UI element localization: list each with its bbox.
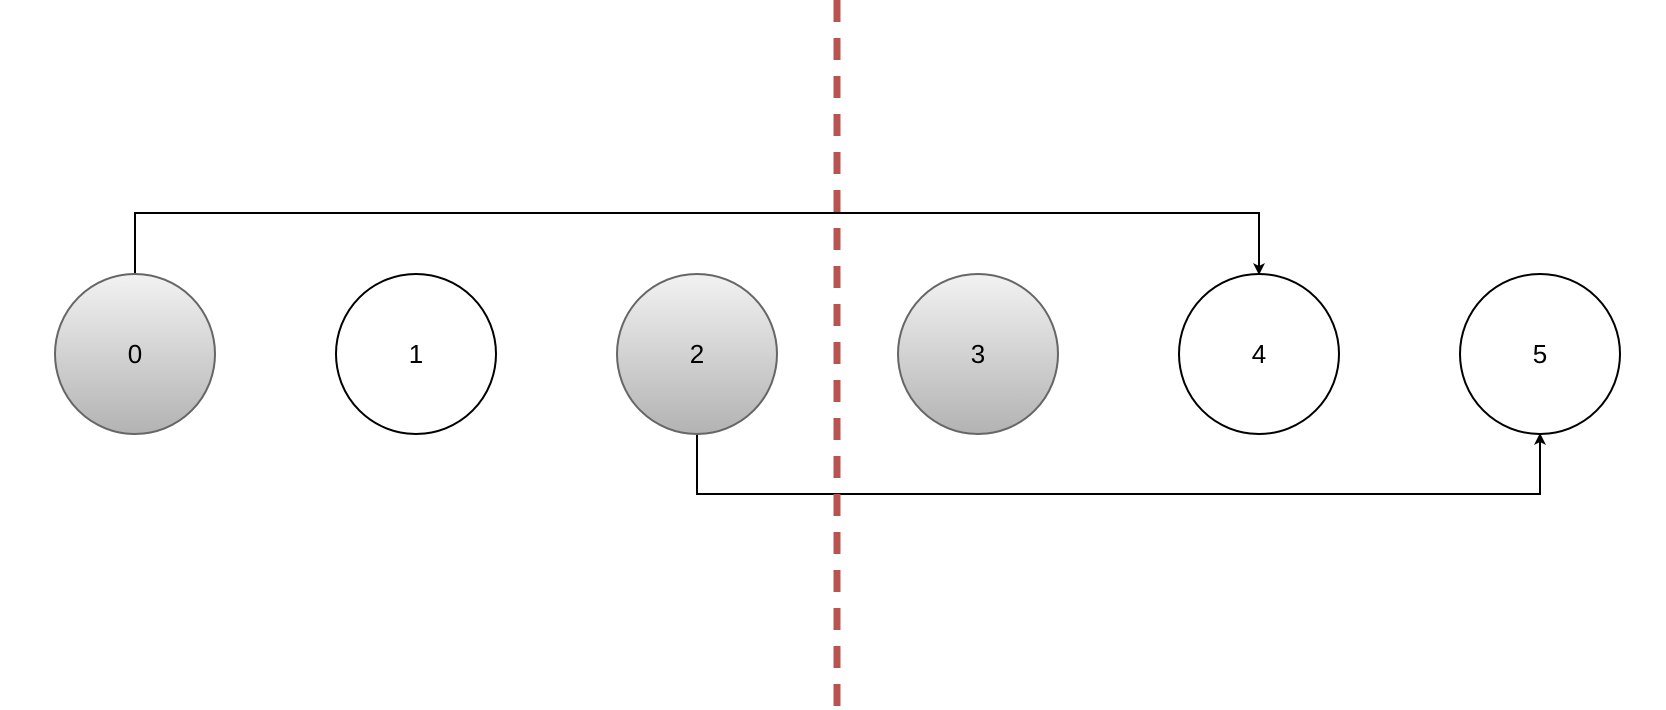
node-label: 4 — [1252, 339, 1266, 369]
node-circle — [54, 273, 216, 435]
node-label: 1 — [409, 339, 423, 369]
node-1: 1 — [335, 273, 497, 435]
node-circle — [335, 273, 497, 435]
node-0: 0 — [54, 273, 216, 435]
edge-0-to-4 — [134, 212, 1265, 275]
node-circle — [897, 273, 1059, 435]
edges-layer — [134, 212, 1546, 495]
node-label: 3 — [971, 339, 985, 369]
node-circle — [616, 273, 778, 435]
node-4: 4 — [1178, 273, 1340, 435]
node-label: 5 — [1533, 339, 1547, 369]
node-5: 5 — [1459, 273, 1621, 435]
node-circle — [1459, 273, 1621, 435]
node-label: 2 — [690, 339, 704, 369]
node-2: 2 — [616, 273, 778, 435]
node-circle — [1178, 273, 1340, 435]
nodes-layer: 0 1 2 3 4 5 — [54, 273, 1621, 435]
node-label: 0 — [128, 339, 142, 369]
node-3: 3 — [897, 273, 1059, 435]
edge-2-to-5 — [696, 433, 1546, 495]
